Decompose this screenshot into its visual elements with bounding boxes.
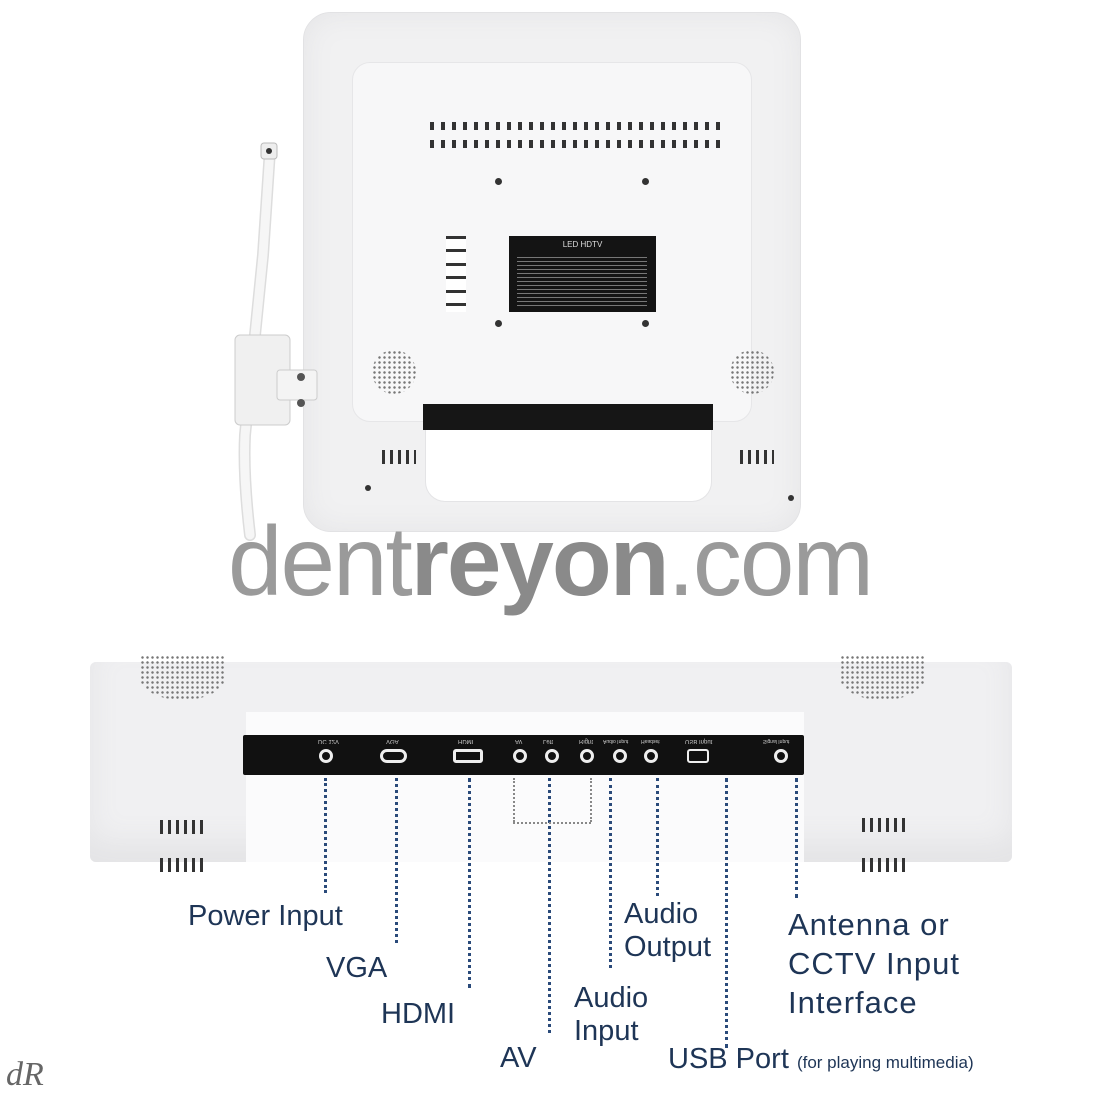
speaker-grille <box>730 350 774 394</box>
port-label: HDMI <box>458 738 474 744</box>
port-label: Left <box>543 738 554 744</box>
screw <box>642 178 649 185</box>
watermark-prefix: dent <box>228 506 413 616</box>
antenna-port <box>774 749 788 763</box>
callout-line <box>548 778 551 1033</box>
label-line: Input <box>574 1015 639 1047</box>
watermark-suffix: .com <box>667 506 874 616</box>
rating-label-title: LED HDTV <box>562 240 603 249</box>
intraoral-camera <box>234 142 318 541</box>
watermark-bold: reyon <box>410 506 670 616</box>
port-label: AV <box>515 738 523 744</box>
handle-cutout <box>425 430 712 502</box>
port-label: DC 12V <box>318 738 340 744</box>
port-strip-top <box>423 404 713 430</box>
port-strip: DC 12V VGA HDMI AV Left Right Audio Inpu… <box>243 735 804 775</box>
av-left-port <box>545 749 559 763</box>
label-vga: VGA <box>326 952 388 984</box>
dc-power-port <box>319 749 333 763</box>
av-bracket <box>513 822 591 824</box>
port-label: USB Input <box>685 738 713 744</box>
vent-slots <box>160 820 205 834</box>
screw <box>495 320 502 327</box>
hdmi-port <box>453 749 483 763</box>
label-power-input: Power Input <box>188 900 343 932</box>
label-line: Audio <box>624 898 699 930</box>
port-label: Headset <box>641 738 660 744</box>
label-usb-note: (for playing multimedia) <box>796 1053 974 1072</box>
port-label: Signal Input <box>763 738 790 744</box>
av-bracket <box>513 778 515 822</box>
vent-slots <box>160 858 205 872</box>
label-line: Interface <box>788 985 918 1020</box>
av-right-port <box>580 749 594 763</box>
speaker-grille <box>372 350 416 394</box>
callout-line <box>656 778 659 896</box>
callout-line <box>609 778 612 968</box>
label-line: Antenna or <box>788 907 950 942</box>
callout-line <box>324 778 327 893</box>
side-buttons <box>446 236 466 312</box>
port-label: Right <box>579 738 594 744</box>
vent-slots <box>382 450 416 464</box>
vga-port <box>380 749 407 763</box>
label-usb-text: USB Port <box>668 1043 789 1075</box>
screw <box>495 178 502 185</box>
port-label: Audio Input <box>603 738 629 744</box>
port-label: VGA <box>386 738 399 744</box>
label-line: CCTV Input <box>788 946 960 981</box>
speaker-grille <box>840 655 925 700</box>
vent-slots <box>862 858 907 872</box>
label-hdmi: HDMI <box>381 998 456 1030</box>
label-line: Audio <box>574 982 649 1014</box>
av-bracket <box>590 778 592 822</box>
label-av: AV <box>500 1042 537 1074</box>
callout-line <box>395 778 398 943</box>
callout-line <box>725 778 728 1048</box>
usb-port <box>687 749 709 763</box>
vent-slots <box>862 818 907 832</box>
audio-input-port <box>613 749 627 763</box>
callout-line <box>795 778 798 898</box>
corner-logo: dR <box>6 1056 44 1093</box>
vent-slots <box>740 450 774 464</box>
watermark: dentreyon.com <box>0 505 1100 618</box>
label-usb-port: USB Port (for playing multimedia) <box>668 1043 974 1079</box>
label-line: Output <box>624 931 712 963</box>
rating-label-fineprint <box>517 254 647 306</box>
audio-output-port <box>644 749 658 763</box>
speaker-grille <box>140 655 225 700</box>
screw <box>788 495 794 501</box>
av-port <box>513 749 527 763</box>
screw <box>642 320 649 327</box>
vent-grille <box>430 122 720 150</box>
callout-line <box>468 778 471 988</box>
screw <box>365 485 371 491</box>
